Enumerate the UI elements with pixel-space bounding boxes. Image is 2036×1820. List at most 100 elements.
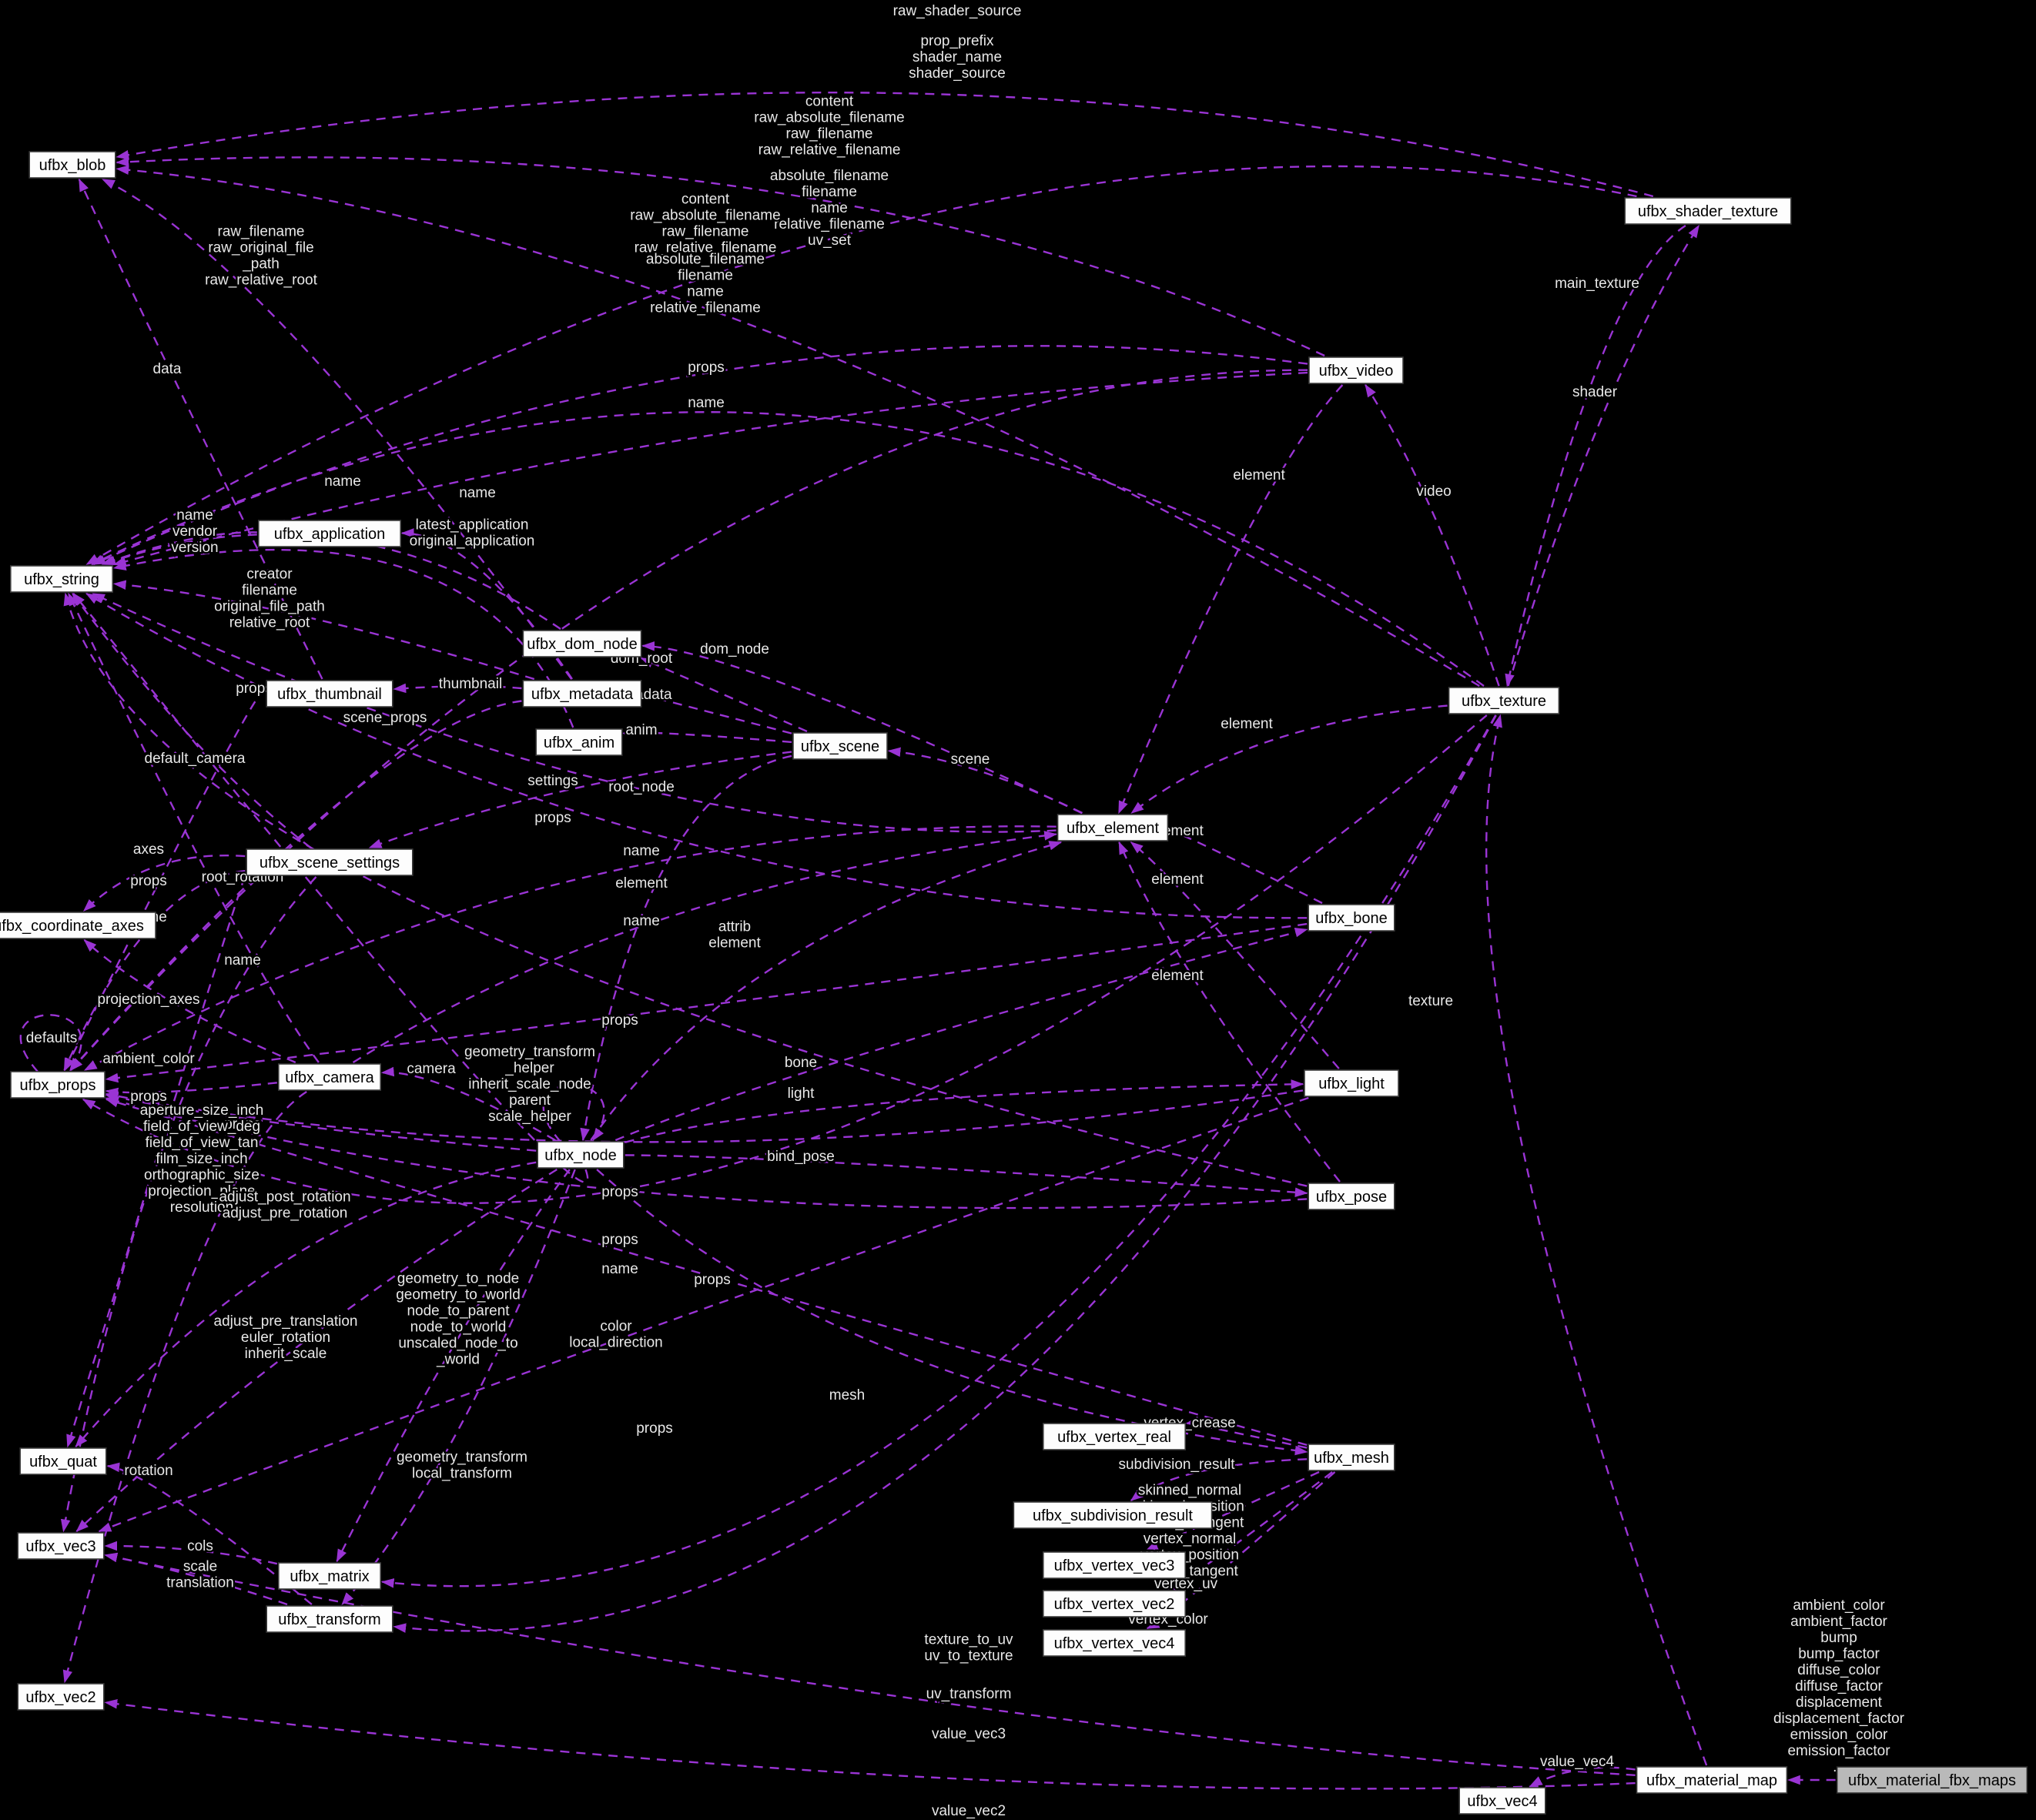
node-ufbx_thumbnail[interactable]: ufbx_thumbnail [266,680,393,708]
node-box[interactable] [535,728,623,756]
node-box[interactable] [1043,1551,1187,1579]
edge-label-name: name [324,473,361,490]
edge-label-value_vec3: value_vec3 [932,1726,1006,1742]
node-label: ufbx_vertex_real [1057,1429,1171,1446]
node-ufbx_vertex_vec2[interactable]: ufbx_vertex_vec2 [1043,1590,1187,1618]
node-box[interactable] [10,565,113,593]
node-box[interactable] [1624,197,1792,225]
node-box[interactable] [1308,1444,1395,1471]
node-box[interactable] [1308,904,1395,932]
node-ufbx_material_fbx_maps[interactable]: ufbx_material_fbx_maps [1836,1766,2028,1794]
node-box[interactable] [1458,1787,1546,1815]
node-ufbx_material_map[interactable]: ufbx_material_map [1636,1766,1788,1794]
edge-scene-anim [622,726,792,744]
node-ufbx_vec3[interactable]: ufbx_vec3 [17,1532,105,1560]
node-ufbx_quat[interactable]: ufbx_quat [19,1447,107,1475]
node-ufbx_subdivision_result[interactable]: ufbx_subdivision_result [1013,1501,1213,1529]
node-ufbx_vec4[interactable]: ufbx_vec4 [1458,1787,1546,1815]
edge-node-camera [380,1066,556,1142]
node-ufbx_props[interactable]: ufbx_props [10,1071,105,1099]
node-box[interactable] [10,1071,105,1099]
node-box[interactable] [1308,356,1404,384]
node-box[interactable] [0,912,156,939]
node-ufbx_vertex_vec4[interactable]: ufbx_vertex_vec4 [1043,1629,1187,1657]
node-ufbx_vertex_vec3[interactable]: ufbx_vertex_vec3 [1043,1551,1187,1579]
node-box[interactable] [1308,1183,1395,1210]
node-box[interactable] [17,1532,105,1560]
node-box[interactable] [277,1562,381,1590]
node-box[interactable] [1636,1766,1788,1794]
node-ufbx_node[interactable]: ufbx_node [537,1141,625,1169]
node-ufbx_shader_texture[interactable]: ufbx_shader_texture [1624,197,1792,225]
node-ufbx_coordinate_axes[interactable]: ufbx_coordinate_axes [0,912,156,939]
node-box[interactable] [522,630,642,657]
node-ufbx_vec2[interactable]: ufbx_vec2 [17,1683,105,1711]
edge-element-scene [887,747,1083,815]
node-box[interactable] [537,1141,625,1169]
node-box[interactable] [792,732,888,760]
edge-metadata-blob [102,178,573,680]
node-label: ufbx_metadata [531,686,634,703]
edge-label-element: element [615,875,668,892]
node-ufbx_application[interactable]: ufbx_application [257,520,401,547]
node-box[interactable] [1057,814,1169,841]
node-box[interactable] [1043,1629,1187,1657]
node-box[interactable] [1448,687,1560,714]
node-ufbx_anim[interactable]: ufbx_anim [535,728,623,756]
edge-scene_settings-string [72,592,312,848]
node-ufbx_pose[interactable]: ufbx_pose [1308,1183,1395,1210]
node-ufbx_element[interactable]: ufbx_element [1057,814,1169,841]
edge-pose-element [1118,841,1341,1183]
node-label: ufbx_quat [29,1454,97,1470]
node-box[interactable] [257,520,401,547]
node-label: ufbx_element [1067,820,1160,837]
node-box[interactable] [19,1447,107,1475]
edge-label-shader: shader [1572,384,1618,400]
edge-mesh-vertex_vec4 [1146,1471,1336,1630]
node-box[interactable] [246,848,414,876]
node-box[interactable] [522,680,642,708]
node-ufbx_mesh[interactable]: ufbx_mesh [1308,1444,1395,1471]
node-ufbx_matrix[interactable]: ufbx_matrix [277,1562,381,1590]
node-ufbx_dom_node[interactable]: ufbx_dom_node [522,630,642,657]
node-box[interactable] [266,1605,393,1633]
node-label: ufbx_vertex_vec3 [1054,1557,1175,1574]
node-box[interactable] [1043,1590,1187,1618]
edge-thumbnail-blob [78,178,323,680]
edge-label-props: props [688,360,725,376]
node-ufbx_bone[interactable]: ufbx_bone [1308,904,1395,932]
node-ufbx_camera[interactable]: ufbx_camera [277,1063,381,1091]
node-box[interactable] [266,680,393,708]
node-box[interactable] [28,151,116,179]
node-label: ufbx_application [274,526,386,543]
node-ufbx_video[interactable]: ufbx_video [1308,356,1404,384]
node-label: ufbx_vec3 [25,1538,95,1555]
edge-light-vec3 [98,1096,1309,1533]
node-ufbx_light[interactable]: ufbx_light [1304,1069,1399,1097]
node-ufbx_vertex_real[interactable]: ufbx_vertex_real [1043,1423,1187,1450]
node-ufbx_string[interactable]: ufbx_string [10,565,113,593]
node-ufbx_texture[interactable]: ufbx_texture [1448,687,1560,714]
node-box[interactable] [17,1683,105,1711]
node-ufbx_transform[interactable]: ufbx_transform [266,1605,393,1633]
node-ufbx_scene[interactable]: ufbx_scene [792,732,888,760]
node-ufbx_blob[interactable]: ufbx_blob [28,151,116,179]
node-box[interactable] [1304,1069,1399,1097]
node-box-highlighted[interactable] [1836,1766,2028,1794]
node-box[interactable] [1043,1423,1187,1450]
node-ufbx_scene_settings[interactable]: ufbx_scene_settings [246,848,414,876]
edge-mesh-subdivision_result [1130,1458,1308,1501]
edge-video-blob [116,156,1325,357]
node-ufbx_metadata[interactable]: ufbx_metadata [522,680,642,708]
node-box[interactable] [277,1063,381,1091]
node-box[interactable] [1013,1501,1213,1529]
